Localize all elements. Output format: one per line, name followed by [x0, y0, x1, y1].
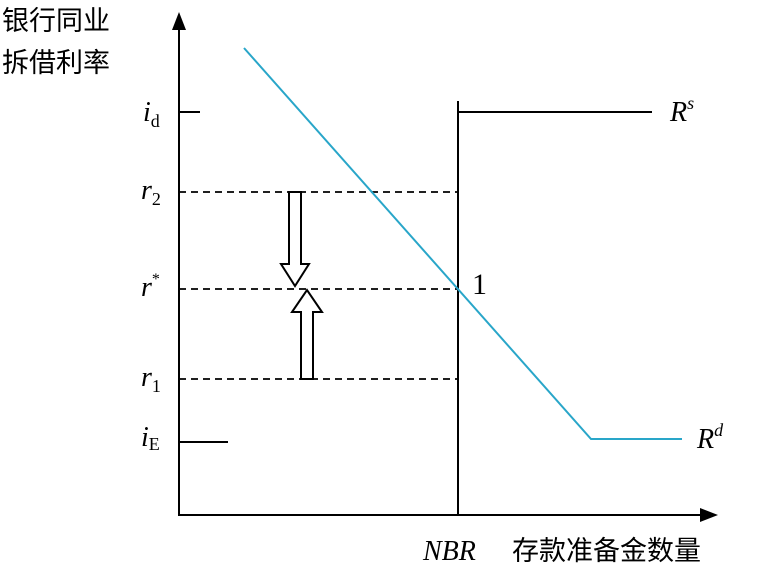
demand-curve [243, 47, 682, 440]
label-r2: r2 [141, 175, 161, 209]
y-axis-title-line1: 银行同业 [2, 6, 110, 37]
y-axis-arrow-icon [172, 12, 186, 30]
equilibrium-label: 1 [472, 268, 487, 301]
x-axis-abbrev-label: NBR [422, 536, 476, 567]
x-axis-title: 存款准备金数量 [512, 536, 701, 567]
label-rd: Rd [696, 420, 724, 455]
label-r-star: r* [141, 271, 160, 303]
x-axis-arrow-icon [700, 508, 718, 522]
down-arrow-icon [279, 191, 311, 288]
y-axis-title-line2: 拆借利率 [2, 48, 110, 79]
label-i-e: iE [141, 422, 160, 454]
up-arrow-icon [290, 288, 324, 380]
label-i-d: id [143, 97, 160, 131]
label-r1: r1 [141, 362, 161, 396]
label-rs: Rs [669, 93, 694, 128]
